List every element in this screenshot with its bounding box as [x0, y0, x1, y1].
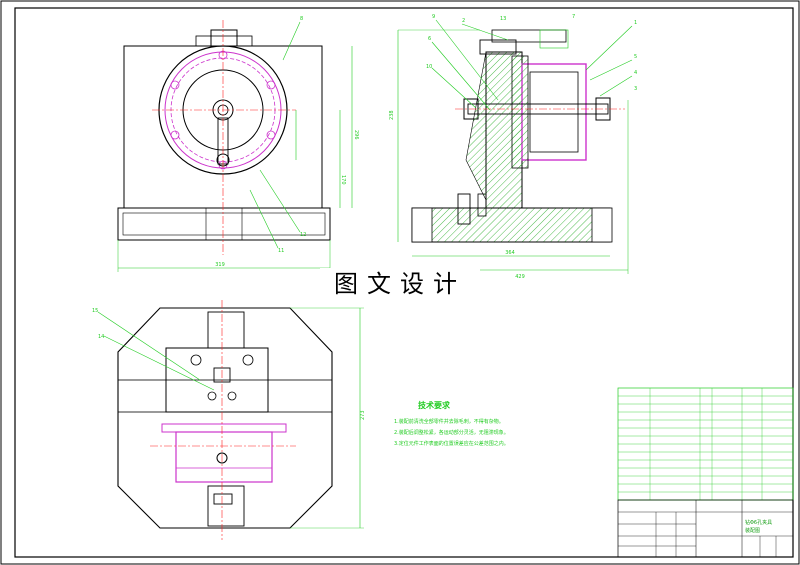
top-view: [97, 300, 364, 540]
side-dim-height: 238: [389, 110, 395, 120]
side-leader-label-8: 4: [634, 70, 637, 76]
requirement-line-2: 2.装配后调整松紧，各运动部分灵活，无阻滞现象。: [394, 430, 509, 436]
technical-requirements: 技术要求 1.装配前清洗全部零件并去除毛刺，不得有杂物。 2.装配后调整松紧，各…: [394, 400, 594, 450]
side-view: [397, 19, 633, 274]
side-leader-label-6: 5: [634, 54, 637, 60]
watermark-text: 图文设计: [320, 268, 480, 300]
requirement-line-1: 1.装配前清洗全部零件并去除毛刺，不得有杂物。: [394, 419, 504, 425]
requirements-title: 技术要求: [418, 401, 450, 410]
requirement-line-3: 3.定位元件工作表面的位置误差应在公差范围之内。: [394, 441, 509, 447]
side-leader-label-2: 2: [462, 18, 465, 24]
top-dim-height: 273: [360, 410, 366, 420]
side-leader-label-5: 1: [634, 20, 637, 26]
top-leader-label-1: 15: [92, 308, 98, 314]
drawing-name-line-2: 装配图: [745, 528, 761, 534]
sheet-inner-border: [14, 7, 794, 558]
front-leader-label-3: 12: [300, 232, 306, 238]
top-leader-label-2: 14: [98, 334, 104, 340]
side-dim-width: 364: [505, 250, 515, 256]
front-dim-height: 296: [353, 130, 359, 140]
side-leader-label-7: 6: [428, 36, 431, 42]
side-leader-label-3: 13: [500, 16, 506, 22]
side-dim-total: 429: [515, 274, 525, 280]
side-leader-label-4: 7: [572, 14, 575, 20]
drawing-name: 钻Φ6孔夹具 装配图: [745, 519, 772, 535]
front-dim-mid: 170: [340, 175, 346, 185]
front-leader-label-2: 11: [278, 248, 284, 254]
front-leader-label-1: 8: [300, 16, 303, 22]
parts-list: [617, 387, 794, 501]
front-view: [117, 20, 353, 272]
drawing-name-line-1: 钻Φ6孔夹具: [745, 520, 773, 526]
side-leader-label-10: 3: [634, 86, 637, 92]
title-block: [617, 499, 794, 558]
side-leader-label-9: 10: [426, 64, 432, 70]
side-leader-label-1: 9: [432, 14, 435, 20]
front-dim-width: 319: [215, 262, 225, 268]
